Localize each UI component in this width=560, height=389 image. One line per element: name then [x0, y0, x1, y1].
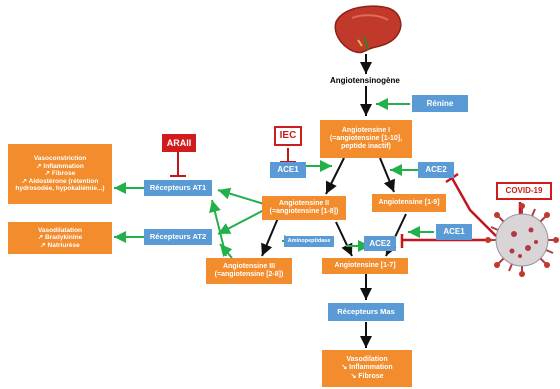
- ang3-box: Angiotensine III (=angiotensine [2-8]): [206, 258, 292, 284]
- renin-box: Rénine: [412, 95, 468, 112]
- ang17-box: Angiotensine [1-7]: [322, 258, 408, 274]
- ang1-line-1: Angiotensine I: [341, 126, 391, 134]
- arrow-ang1-to-ang19: [379, 157, 395, 193]
- ang1-box: Angiotensine I (=angiotensine [1-10], pe…: [320, 120, 412, 158]
- ace2-mid-box: ACE2: [364, 236, 396, 251]
- covid-bar-ace2-top: [445, 172, 459, 184]
- ace1-right-box: ACE1: [436, 224, 472, 240]
- mas-effect-1: Vasodilation: [346, 356, 388, 364]
- liver-icon: [334, 5, 402, 54]
- arrow-ang1-to-ang2: [325, 157, 345, 195]
- ang19-box: Angiotensine [1-9]: [372, 194, 446, 212]
- at2-effects-box: Vasodilatation ↗ Bradykinine ↗ Natriurès…: [8, 222, 112, 254]
- at1-effects-box: Vasoconstriction ↗ Inflammation ↗ Fibros…: [8, 144, 112, 204]
- arai-box: ARAII: [162, 134, 196, 152]
- angiotensinogen-label: Angiotensinogène: [330, 76, 400, 85]
- arrow-ang2-to-ang3: [261, 217, 279, 257]
- ang2-line-2: (=angiotensine [1-8]): [269, 208, 339, 215]
- ang3-line-1: Angiotensine III: [222, 262, 276, 270]
- mas-effect-3: ↘ Fibrose: [350, 372, 384, 380]
- ang2-box: Angiotensine II (=angiotensine [1-8]): [262, 196, 346, 220]
- ace1-top-box: ACE1: [270, 162, 306, 178]
- at1-effect-3: ↗ Fibrose: [44, 170, 76, 178]
- ang2-line-1: Angiotensine II: [278, 199, 330, 207]
- arrow-ang3-to-at2: [219, 243, 233, 259]
- at2-effect-2: ↗ Bradykinine: [37, 234, 83, 242]
- at2-effect-1: Vasodilatation: [37, 226, 83, 234]
- arrow-ang2-to-at1: [217, 187, 265, 205]
- iec-box: IEC: [274, 126, 302, 146]
- arrow-ang2-to-ang17: [335, 221, 353, 257]
- at2-effect-3: ↗ Natriurèse: [40, 241, 80, 249]
- ace2-top-box: ACE2: [418, 162, 454, 178]
- covid-label: COVID-19: [496, 182, 552, 200]
- ang1-line-2: (=angiotensine [1-10],: [329, 134, 403, 142]
- arrow-ang2-to-at2: [217, 209, 265, 235]
- virus-icon: [485, 203, 559, 277]
- mas-receptor-box: Récepteurs Mas: [328, 303, 404, 321]
- mas-effects-box: Vasodilation ↘ Inflammation ↘ Fibrose: [322, 350, 412, 387]
- at1-effect-1: Vasoconstriction: [33, 155, 87, 163]
- at2-receptor-box: Récepteurs AT2: [144, 229, 212, 245]
- at1-effect-5: hydrosodée, hypokaliémie...): [15, 185, 105, 193]
- at1-effect-4: ↗ Aldostérone (rétention: [21, 177, 99, 185]
- covid-link-ace2-top: [450, 177, 497, 237]
- mas-effect-2: ↘ Inflammation: [341, 364, 393, 372]
- at1-effect-2: ↗ Inflammation: [36, 162, 84, 170]
- aminopeptidase-box: Aminopeptidase: [284, 236, 334, 247]
- ang1-line-3: peptide inactif): [341, 143, 391, 151]
- ang3-line-2: (=angiotensine [2-8]): [214, 271, 284, 278]
- at1-receptor-box: Récepteurs AT1: [144, 180, 212, 196]
